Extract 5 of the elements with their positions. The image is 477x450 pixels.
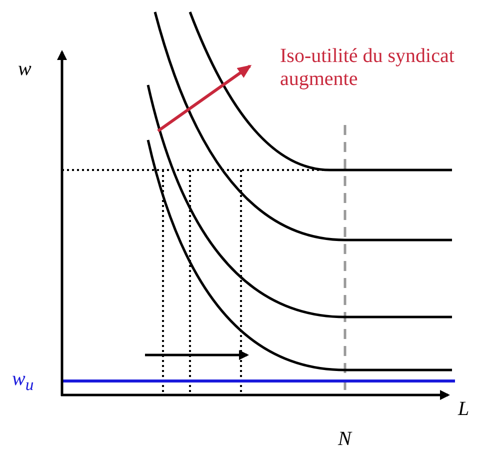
axis-label: L xyxy=(458,398,470,421)
axis-label: N xyxy=(338,428,352,450)
axis-label: w$_{u}$ xyxy=(12,368,34,396)
annotation-text: Iso-utilité du syndicat augmente xyxy=(280,45,456,91)
axis-label: w xyxy=(18,58,32,81)
